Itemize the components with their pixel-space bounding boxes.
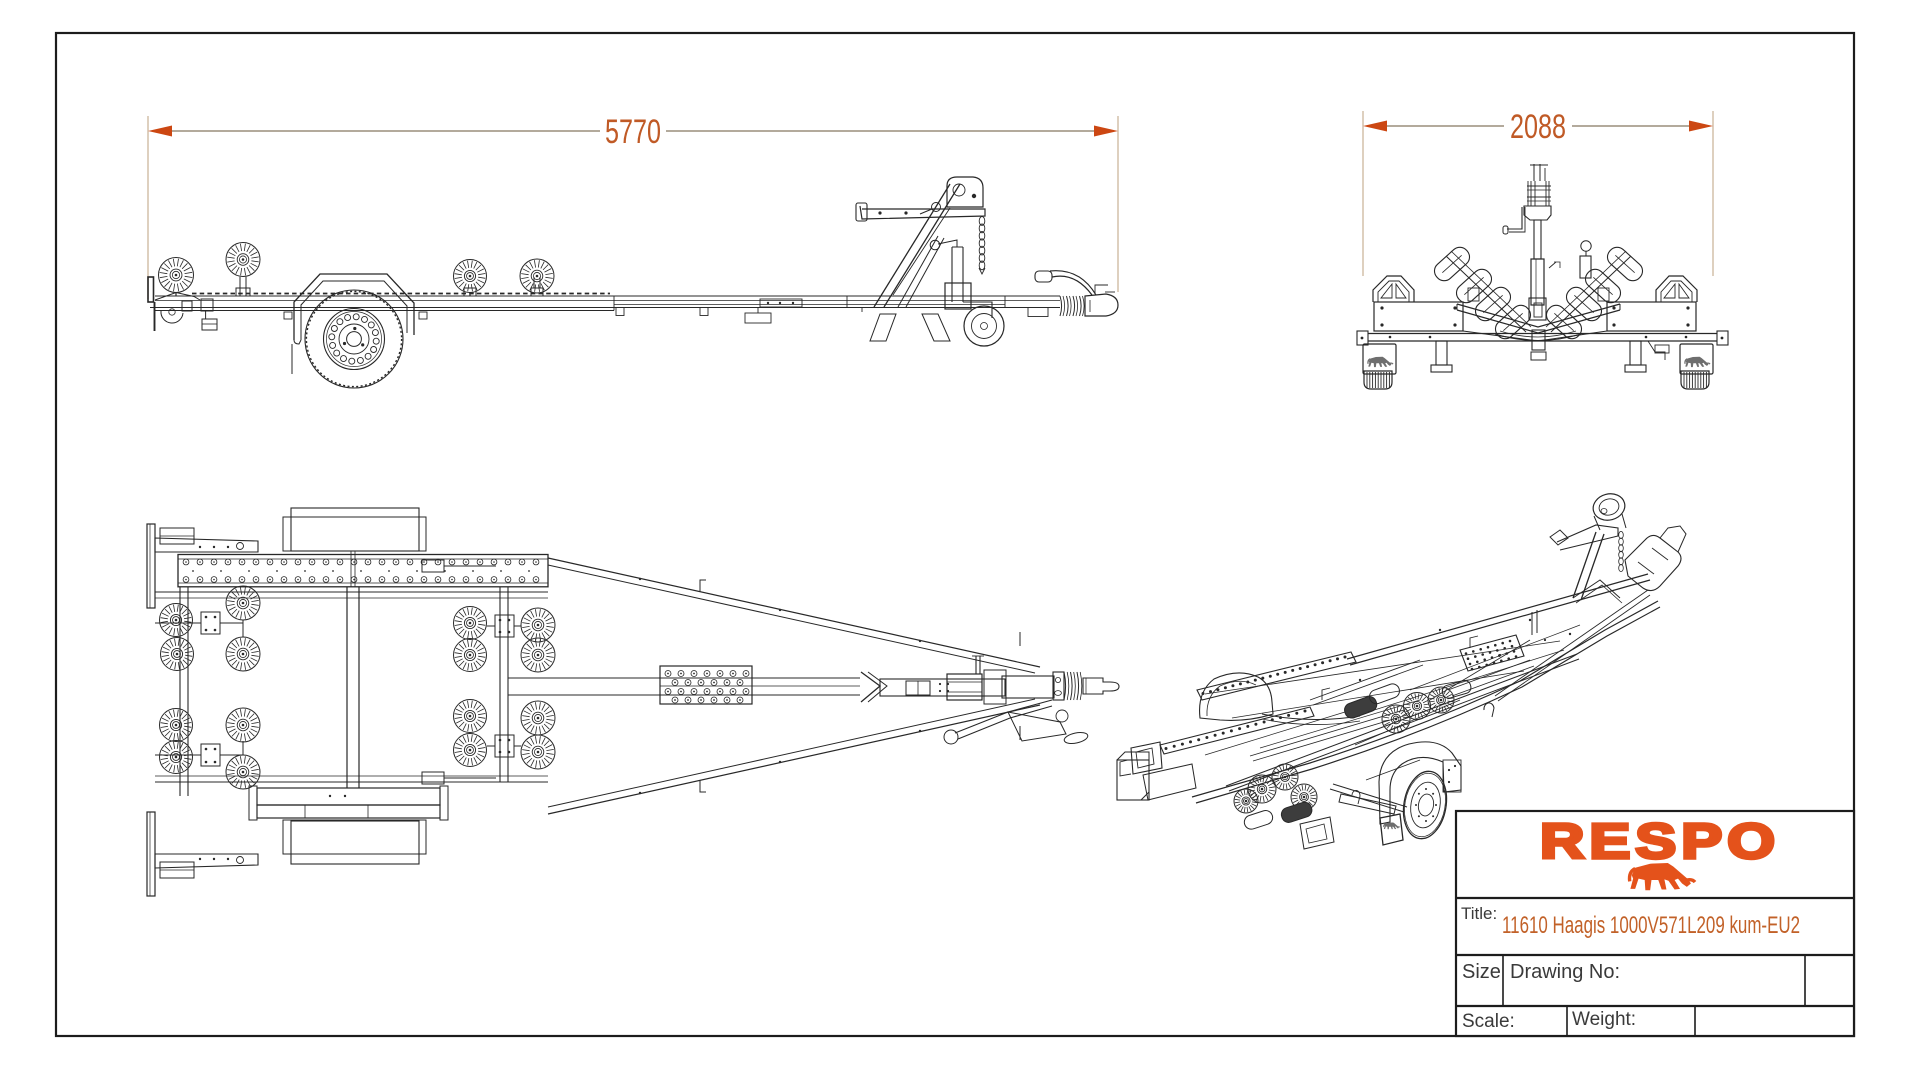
svg-text:5770: 5770 [605,113,661,151]
svg-text:2088: 2088 [1510,108,1566,146]
svg-text:Size: Size [1462,961,1501,983]
svg-text:RESPO: RESPO [1540,815,1780,869]
svg-text:11610 Haagis 1000V571L209 kum-: 11610 Haagis 1000V571L209 kum-EU2 [1502,912,1800,939]
svg-text:Drawing No:: Drawing No: [1510,961,1620,983]
svg-text:Title:: Title: [1461,904,1497,923]
svg-text:Scale:: Scale: [1462,1011,1515,1032]
svg-text:Weight:: Weight: [1572,1009,1636,1030]
